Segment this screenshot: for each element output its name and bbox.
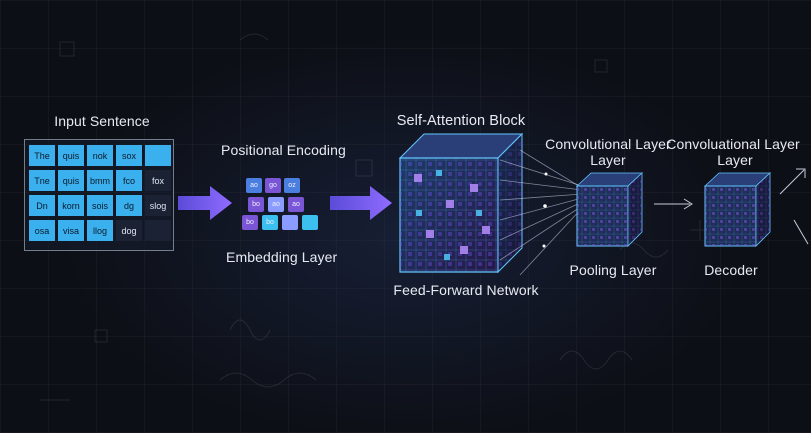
conv-layer-1-label: Convolutional Layer [545, 136, 671, 152]
input-token: Tne [29, 170, 55, 191]
input-token: korn [58, 195, 84, 216]
pooling-layer-label: Pooling Layer [569, 262, 657, 278]
arrow-right-icon [330, 186, 392, 220]
input-token: dg [116, 195, 142, 216]
embedding-token: go [265, 178, 281, 193]
input-token: fco [116, 170, 142, 191]
embedding-token: bo [242, 215, 258, 230]
input-token: The [29, 145, 55, 166]
embedding-blocks: ao go oz bo ao ao bo bo [240, 176, 318, 236]
input-token: bmm [87, 170, 113, 191]
self-attention-cube [398, 132, 524, 274]
embedding-token: ao [288, 197, 304, 212]
decoder-label: Decoder [704, 262, 758, 278]
feed-forward-label: Feed-Forward Network [393, 282, 539, 298]
input-token: osa [29, 220, 55, 241]
input-token [145, 145, 171, 166]
input-token: dog [116, 220, 142, 241]
attention-connections [500, 150, 584, 276]
conv-layer-2-label: Convoluational Layer [666, 136, 800, 152]
conv-cube-1 [575, 172, 644, 247]
arrow-right-icon [654, 198, 693, 210]
embedding-token: bo [248, 197, 264, 212]
input-token: nok [87, 145, 113, 166]
arrow-right-icon [178, 186, 232, 220]
self-attention-label: Self-Attention Block [396, 113, 526, 129]
input-token: sox [116, 145, 142, 166]
conv-layer-2-sublabel: Layer [717, 152, 753, 168]
conv-cube-2 [703, 172, 772, 247]
conv-layer-1-sublabel: Layer [590, 152, 626, 168]
embedding-token: ao [246, 178, 262, 193]
embedding-token [282, 215, 298, 230]
input-token [145, 220, 171, 241]
input-sentence-label: Input Sentence [54, 113, 150, 129]
input-token: visa [58, 220, 84, 241]
input-token: quis [58, 145, 84, 166]
input-token: quis [58, 170, 84, 191]
input-token: Dn [29, 195, 55, 216]
input-token: sois [87, 195, 113, 216]
embedding-token [302, 215, 318, 230]
input-token: slog [145, 195, 171, 216]
embedding-layer-label: Embedding Layer [226, 249, 338, 265]
embedding-token: ao [268, 197, 284, 212]
input-token: fox [145, 170, 171, 191]
input-token: llog [87, 220, 113, 241]
embedding-token: bo [262, 215, 278, 230]
embedding-token: oz [284, 178, 300, 193]
output-arrows [779, 168, 809, 245]
positional-encoding-label: Positional Encoding [221, 142, 346, 158]
